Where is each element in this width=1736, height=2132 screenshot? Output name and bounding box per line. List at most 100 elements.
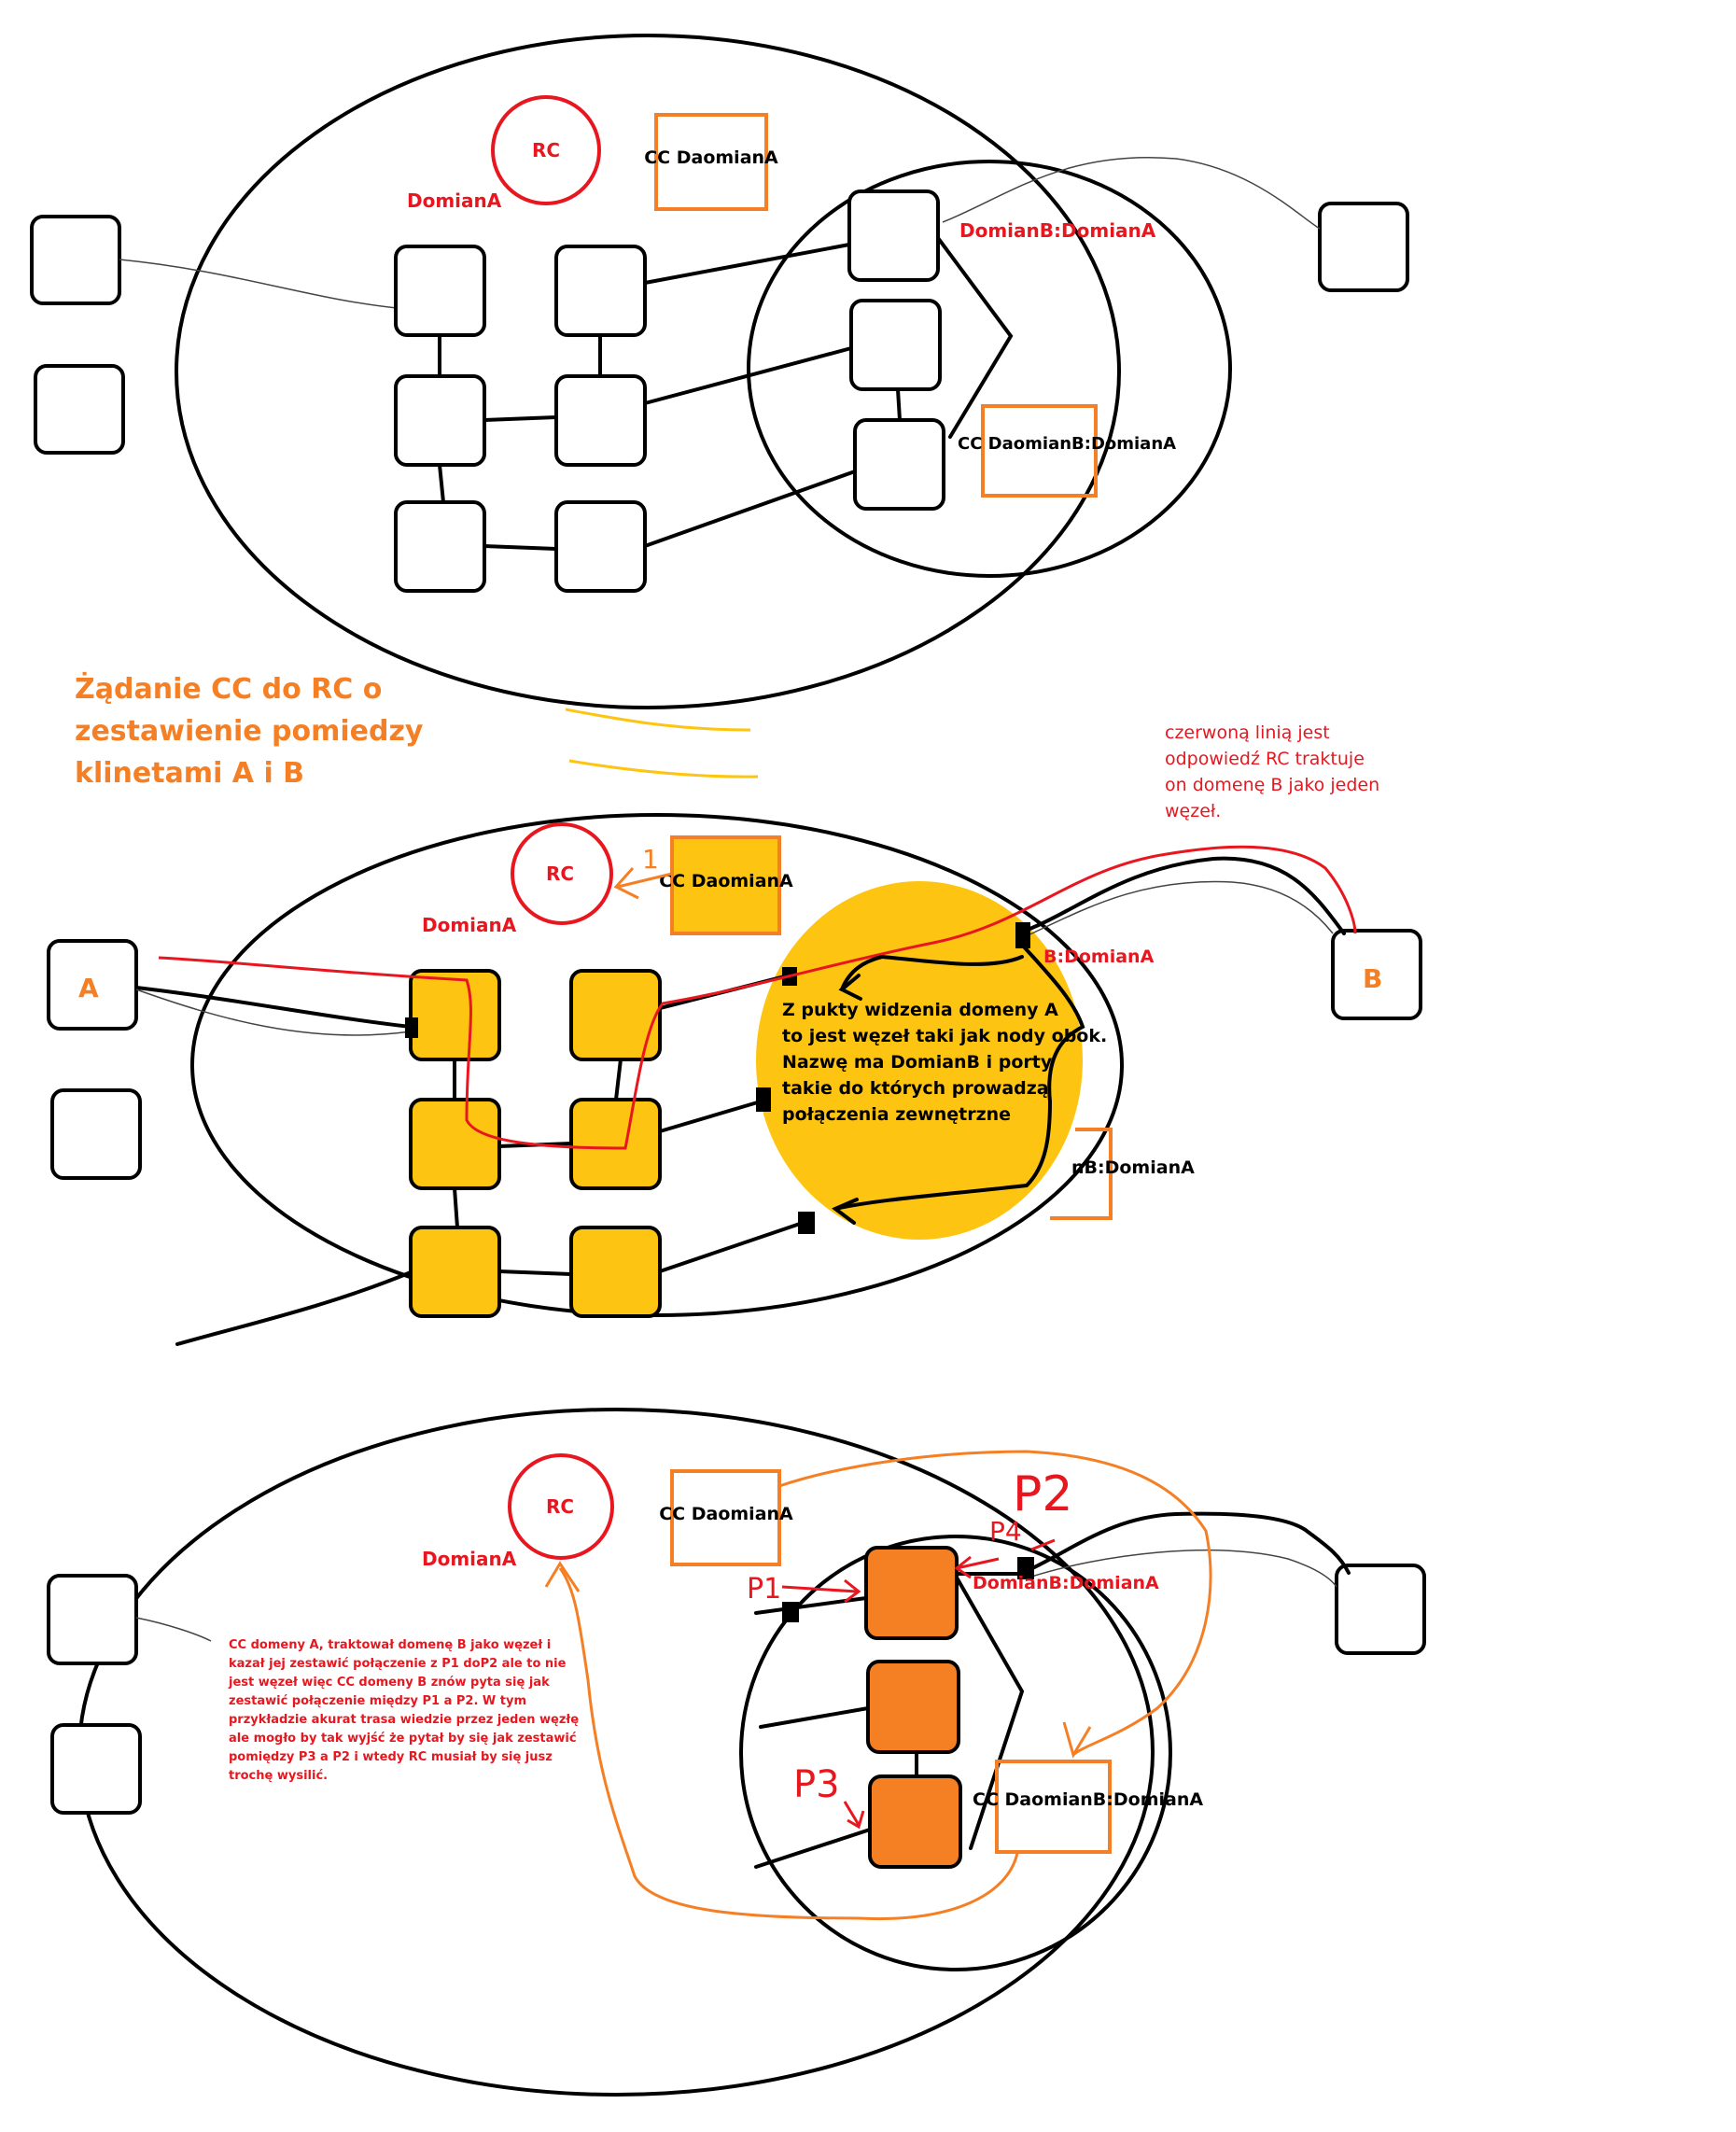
cc-b-label: CC DaomianB:DomianA: [973, 1789, 1203, 1810]
rc-label: RC: [546, 863, 574, 885]
domain-a-label: DomianA: [407, 189, 502, 212]
cc-request-path: [778, 1450, 1212, 1757]
note-line: pomiędzy P3 a P2 i wtedy RC musiał by si…: [229, 1750, 553, 1764]
yellow-note-line: połączenia zewnętrzne: [782, 1104, 1011, 1125]
yellow-note-line: Z pukty widzenia domeny A: [782, 1000, 1058, 1020]
client-node: [1318, 202, 1409, 292]
request-arrow: [617, 872, 673, 889]
domain-a-ellipse: [175, 34, 1121, 709]
node: [569, 1098, 662, 1190]
domain-b-ellipse: [747, 160, 1232, 578]
arrow-number: 1: [642, 844, 659, 875]
note-line: kazał jej zestawić połączenie z P1 doP2 …: [229, 1657, 567, 1671]
client-a-node: [47, 939, 138, 1031]
cc-label: CC DaomianA: [659, 871, 793, 891]
client-node: [47, 1574, 138, 1665]
p2-label: P2: [1013, 1466, 1072, 1522]
domain-b-node-ellipse: [756, 881, 1083, 1240]
cc-box: [654, 113, 768, 211]
domain-a-ellipse: [190, 813, 1124, 1317]
node: [394, 500, 486, 593]
rc-label: RC: [532, 139, 560, 161]
note-line: jest węzeł więc CC domeny B znów pyta si…: [228, 1676, 550, 1690]
node-b: [866, 1660, 960, 1754]
node: [409, 969, 501, 1061]
heading-line: zestawienie pomiedzy: [75, 715, 424, 748]
node: [394, 374, 486, 467]
node: [409, 1098, 501, 1190]
port-marker: [756, 1087, 771, 1112]
rc-circle: [508, 1453, 614, 1560]
client-node: [50, 1723, 142, 1815]
red-note-line: czerwoną linią jest: [1165, 722, 1330, 743]
node-b: [853, 418, 945, 511]
port-marker: [1017, 1557, 1034, 1579]
red-note-line: odpowiedź RC traktuje: [1165, 749, 1365, 769]
node: [554, 374, 647, 467]
yellow-stroke: [565, 708, 751, 732]
cc-b-label: CC DaomianB:DomianA: [958, 434, 1176, 454]
node: [569, 1226, 662, 1318]
domain-a-label: DomianA: [422, 1548, 517, 1570]
node: [569, 969, 662, 1061]
red-note-line: on domenę B jako jeden: [1165, 775, 1379, 795]
port-marker: [1015, 922, 1030, 948]
panel-2: RC CC DaomianA 1 DomianA A B: [47, 722, 1422, 1346]
red-note-line: węzeł.: [1165, 801, 1221, 821]
client-a-label: A: [78, 973, 99, 1003]
domain-b-ellipse: [739, 1535, 1172, 1971]
p3-label: P3: [793, 1763, 840, 1806]
client-node: [30, 215, 121, 305]
rc-circle: [491, 95, 601, 205]
client-b-node: [1331, 929, 1422, 1020]
domain-a-label: DomianA: [422, 914, 517, 936]
p1-label: P1: [747, 1573, 781, 1606]
client-node: [50, 1088, 142, 1180]
cc-label: CC DaomianA: [644, 147, 778, 168]
node-b: [868, 1774, 962, 1869]
domain-b-label: DomianB:DomianA: [959, 219, 1156, 242]
node: [554, 500, 647, 593]
note-line: CC domeny A, traktował domenę B jako węz…: [229, 1638, 551, 1652]
domain-b-partial-label: B:DomianA: [1043, 947, 1155, 967]
cc-box: [670, 1469, 781, 1566]
rc-answer-path: [158, 845, 1357, 1150]
domain-b-label: DomianB:DomianA: [973, 1573, 1159, 1593]
cc-b-partial-label: nB:DomianA: [1071, 1157, 1195, 1178]
rc-label: RC: [546, 1495, 574, 1518]
yellow-note-line: Nazwę ma DomianB i porty: [782, 1052, 1053, 1073]
note-line: przykładzie akurat trasa wiedzie przez j…: [229, 1713, 579, 1727]
port-marker: [782, 1602, 799, 1622]
panel-1: RC CC DaomianA DomianA Domian: [30, 34, 1409, 709]
node-b: [849, 299, 942, 391]
node: [394, 245, 486, 337]
yellow-note-line: to jest węzeł taki jak nody obok.: [782, 1026, 1107, 1046]
cc-b-box: [981, 404, 1098, 498]
heading: Żądanie CC do RC o zestawienie pomiedzy …: [75, 672, 759, 790]
cc-label: CC DaomianA: [659, 1504, 793, 1524]
node: [409, 1226, 501, 1318]
note-line: trochę wysilić.: [229, 1769, 328, 1783]
panel-3: RC CC DaomianA DomianA DomianB:DomianA C…: [47, 1408, 1426, 2097]
cc-b-box: [995, 1760, 1112, 1854]
external-link: [119, 259, 398, 309]
yellow-stroke: [568, 759, 759, 778]
client-node: [1335, 1564, 1426, 1655]
heading-line: Żądanie CC do RC o: [75, 672, 382, 706]
external-link: [942, 157, 1321, 230]
yellow-note-line: takie do których prowadzą: [782, 1078, 1049, 1099]
note-line: zestawić połączenie między P1 a P2. W ty…: [229, 1694, 526, 1708]
note-line: ale mogło by tak wyjść że pytał by się j…: [229, 1732, 577, 1746]
cc-box: [670, 835, 781, 935]
client-node: [34, 364, 125, 455]
p4-label: P4: [989, 1516, 1022, 1547]
heading-line: klinetami A i B: [75, 757, 304, 790]
port-marker: [405, 1017, 418, 1038]
rc-circle: [511, 822, 613, 925]
node-b: [864, 1546, 959, 1640]
cc-b-to-rc-path: [558, 1567, 1019, 1921]
node-b: [847, 189, 940, 282]
client-b-label: B: [1363, 963, 1382, 994]
port-marker: [798, 1212, 815, 1234]
